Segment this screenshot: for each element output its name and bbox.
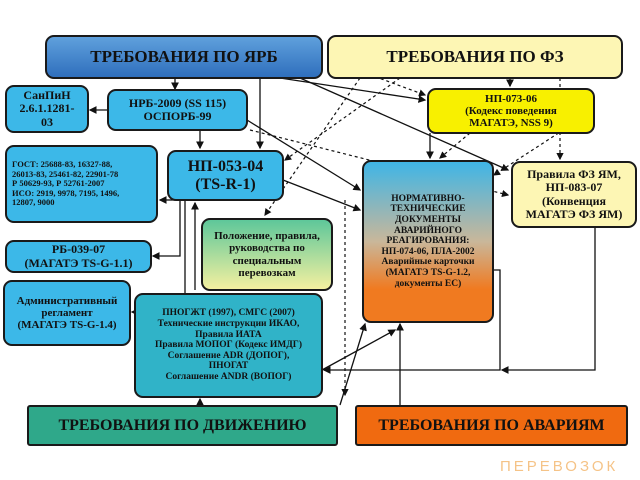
- box-gost: ГОСТ: 25688-83, 16327-88, 26013-83, 2546…: [5, 145, 158, 223]
- box-rb039: РБ-039-07 (МАГАТЭ TS-G-1.1): [5, 240, 152, 273]
- header-accidents: ТРЕБОВАНИЯ ПО АВАРИЯМ: [355, 405, 628, 446]
- box-fzym: Правила ФЗ ЯМ, НП-083-07 (Конвенция МАГА…: [511, 161, 637, 228]
- header-yarb: ТРЕБОВАНИЯ ПО ЯРБ: [45, 35, 323, 79]
- box-polozhenie: Положение, правила, руководства по специ…: [201, 218, 333, 291]
- box-np073: НП-073-06 (Кодекс поведения МАГАТЭ, NSS …: [427, 88, 595, 134]
- box-sanpin: СанПиН 2.6.1.1281- 03: [5, 85, 89, 133]
- header-movement: ТРЕБОВАНИЯ ПО ДВИЖЕНИЮ: [27, 405, 338, 446]
- box-np053: НП-053-04 (TS-R-1): [167, 150, 284, 201]
- box-nrb: НРБ-2009 (SS 115) ОСПОРБ-99: [107, 89, 248, 131]
- watermark: ПЕРЕВОЗОК: [500, 458, 619, 475]
- box-admin: Административный регламент (МАГАТЭ TS-G-…: [3, 280, 131, 346]
- header-fz: ТРЕБОВАНИЯ ПО ФЗ: [327, 35, 623, 79]
- box-pnogzht: ПНОГЖТ (1997), СМГС (2007) Технические и…: [134, 293, 323, 398]
- box-normative: НОРМАТИВНО- ТЕХНИЧЕСКИЕ ДОКУМЕНТЫ АВАРИЙ…: [362, 160, 494, 323]
